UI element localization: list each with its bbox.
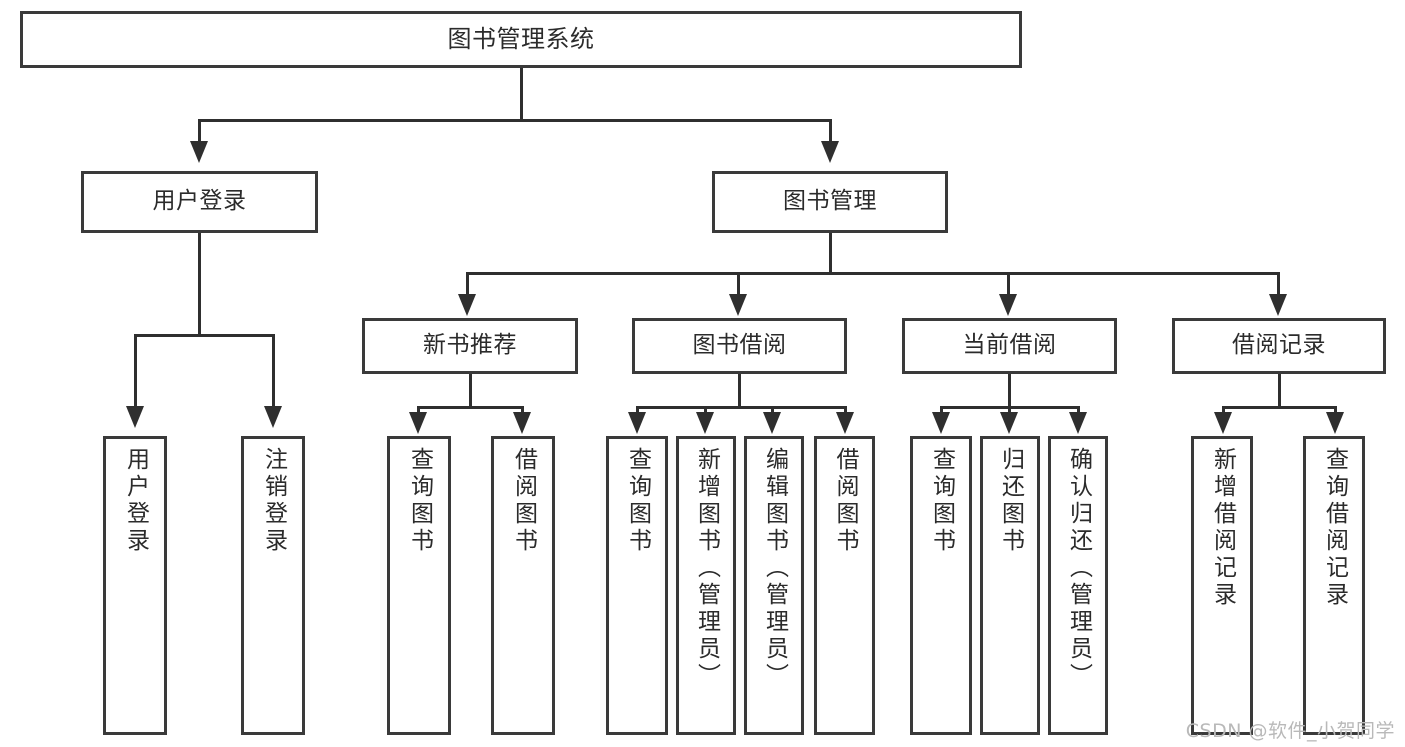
connector-current-borrow-drop-2 [1008, 406, 1011, 414]
arrow-to-current-borrow [999, 294, 1017, 316]
node-label: 用户登录 [122, 447, 149, 555]
node-current-borrow[interactable]: 当前借阅 [902, 318, 1117, 374]
node-label: 图书借阅 [692, 332, 787, 359]
leaf-confirm-return-admin[interactable]: 确认归还（管理员） [1048, 436, 1108, 735]
connector-new-book-drop-1 [417, 406, 420, 414]
node-label: 新书推荐 [423, 332, 517, 359]
connector-root-drop-right [829, 119, 832, 143]
connector-borrow-record-bus [1222, 406, 1337, 409]
arrow-to-borrow-record [1269, 294, 1287, 316]
leaf-query-book-borrow[interactable]: 查询图书 [606, 436, 668, 735]
connector-book-management-bus [466, 272, 1280, 275]
node-label: 编辑图书（管理员） [761, 447, 788, 690]
connector-book-borrow-drop-2 [704, 406, 707, 414]
node-root-book-management-system[interactable]: 图书管理系统 [20, 11, 1022, 68]
arrow-to-leaf-query-book-2 [628, 412, 646, 434]
leaf-query-book-current[interactable]: 查询图书 [910, 436, 972, 735]
arrow-to-leaf-query-record [1326, 412, 1344, 434]
node-label: 查询图书 [928, 447, 955, 555]
node-label: 新增图书（管理员） [693, 447, 720, 690]
node-label: 查询借阅记录 [1321, 447, 1348, 609]
connector-user-login-drop-2 [272, 334, 275, 408]
connector-borrow-record-drop-1 [1222, 406, 1225, 414]
node-book-management[interactable]: 图书管理 [712, 171, 948, 233]
arrow-to-leaf-edit-book [763, 412, 781, 434]
node-book-borrow[interactable]: 图书借阅 [632, 318, 847, 374]
leaf-borrow-book-recommend[interactable]: 借阅图书 [491, 436, 555, 735]
node-label: 查询图书 [624, 447, 651, 555]
node-label: 借阅图书 [510, 447, 537, 555]
arrow-to-new-book-recommend [458, 294, 476, 316]
arrow-to-leaf-user-login [126, 406, 144, 428]
leaf-edit-book-admin[interactable]: 编辑图书（管理员） [744, 436, 804, 735]
connector-borrow-record-stem [1278, 374, 1281, 407]
arrow-to-leaf-confirm-return [1069, 412, 1087, 434]
connector-book-borrow-drop-1 [636, 406, 639, 414]
arrow-to-leaf-query-book-1 [409, 412, 427, 434]
connector-borrow-record-drop-2 [1334, 406, 1337, 414]
node-label: 当前借阅 [962, 332, 1057, 359]
node-label: 图书管理 [783, 188, 877, 215]
node-label: 注销登录 [260, 447, 287, 555]
connector-new-book-drop-2 [521, 406, 524, 414]
node-label: 借阅记录 [1232, 332, 1326, 359]
connector-tier3-drop-1 [466, 272, 469, 296]
node-label: 借阅图书 [832, 447, 858, 555]
connector-tier3-drop-3 [1007, 272, 1010, 296]
node-label: 新增借阅记录 [1209, 447, 1236, 609]
leaf-add-borrow-record[interactable]: 新增借阅记录 [1191, 436, 1253, 735]
arrow-to-leaf-logout [264, 406, 282, 428]
connector-book-borrow-drop-3 [771, 406, 774, 414]
connector-root-drop-left [198, 119, 201, 143]
leaf-query-book-recommend[interactable]: 查询图书 [387, 436, 451, 735]
connector-book-management-stem [829, 233, 832, 273]
leaf-add-book-admin[interactable]: 新增图书（管理员） [676, 436, 736, 735]
arrow-to-user-login [190, 141, 208, 163]
arrow-to-leaf-add-record [1214, 412, 1232, 434]
node-new-book-recommend[interactable]: 新书推荐 [362, 318, 578, 374]
connector-book-borrow-bus [636, 406, 847, 409]
connector-root-stem [520, 68, 523, 121]
leaf-logout[interactable]: 注销登录 [241, 436, 305, 735]
arrow-to-leaf-borrow-book-2 [836, 412, 854, 434]
node-label: 图书管理系统 [447, 25, 595, 54]
arrow-to-leaf-add-book [696, 412, 714, 434]
arrow-to-leaf-return-book [1000, 412, 1018, 434]
node-user-login[interactable]: 用户登录 [81, 171, 318, 233]
connector-tier3-drop-2 [737, 272, 740, 296]
connector-current-borrow-drop-3 [1077, 406, 1080, 414]
connector-new-book-bus [417, 406, 524, 409]
connector-book-borrow-drop-4 [844, 406, 847, 414]
connector-current-borrow-stem [1008, 374, 1011, 407]
node-borrow-record[interactable]: 借阅记录 [1172, 318, 1386, 374]
connector-user-login-drop-1 [134, 334, 137, 408]
connector-current-borrow-drop-1 [940, 406, 943, 414]
arrow-to-book-borrow [729, 294, 747, 316]
node-label: 用户登录 [152, 188, 247, 215]
arrow-to-book-management [821, 141, 839, 163]
node-label: 查询图书 [406, 447, 433, 555]
leaf-user-login[interactable]: 用户登录 [103, 436, 167, 735]
connector-user-login-bus [134, 334, 275, 337]
connector-new-book-stem [469, 374, 472, 407]
node-label: 确认归还（管理员） [1065, 447, 1092, 690]
arrow-to-leaf-query-book-3 [932, 412, 950, 434]
connector-tier3-drop-4 [1277, 272, 1280, 296]
connector-root-bus [198, 119, 832, 122]
node-label: 归还图书 [997, 447, 1024, 555]
leaf-borrow-book[interactable]: 借阅图书 [814, 436, 875, 735]
leaf-return-book[interactable]: 归还图书 [980, 436, 1040, 735]
leaf-query-borrow-record[interactable]: 查询借阅记录 [1303, 436, 1365, 735]
arrow-to-leaf-borrow-book-1 [513, 412, 531, 434]
connector-book-borrow-stem [738, 374, 741, 407]
connector-user-login-stem [198, 233, 201, 335]
